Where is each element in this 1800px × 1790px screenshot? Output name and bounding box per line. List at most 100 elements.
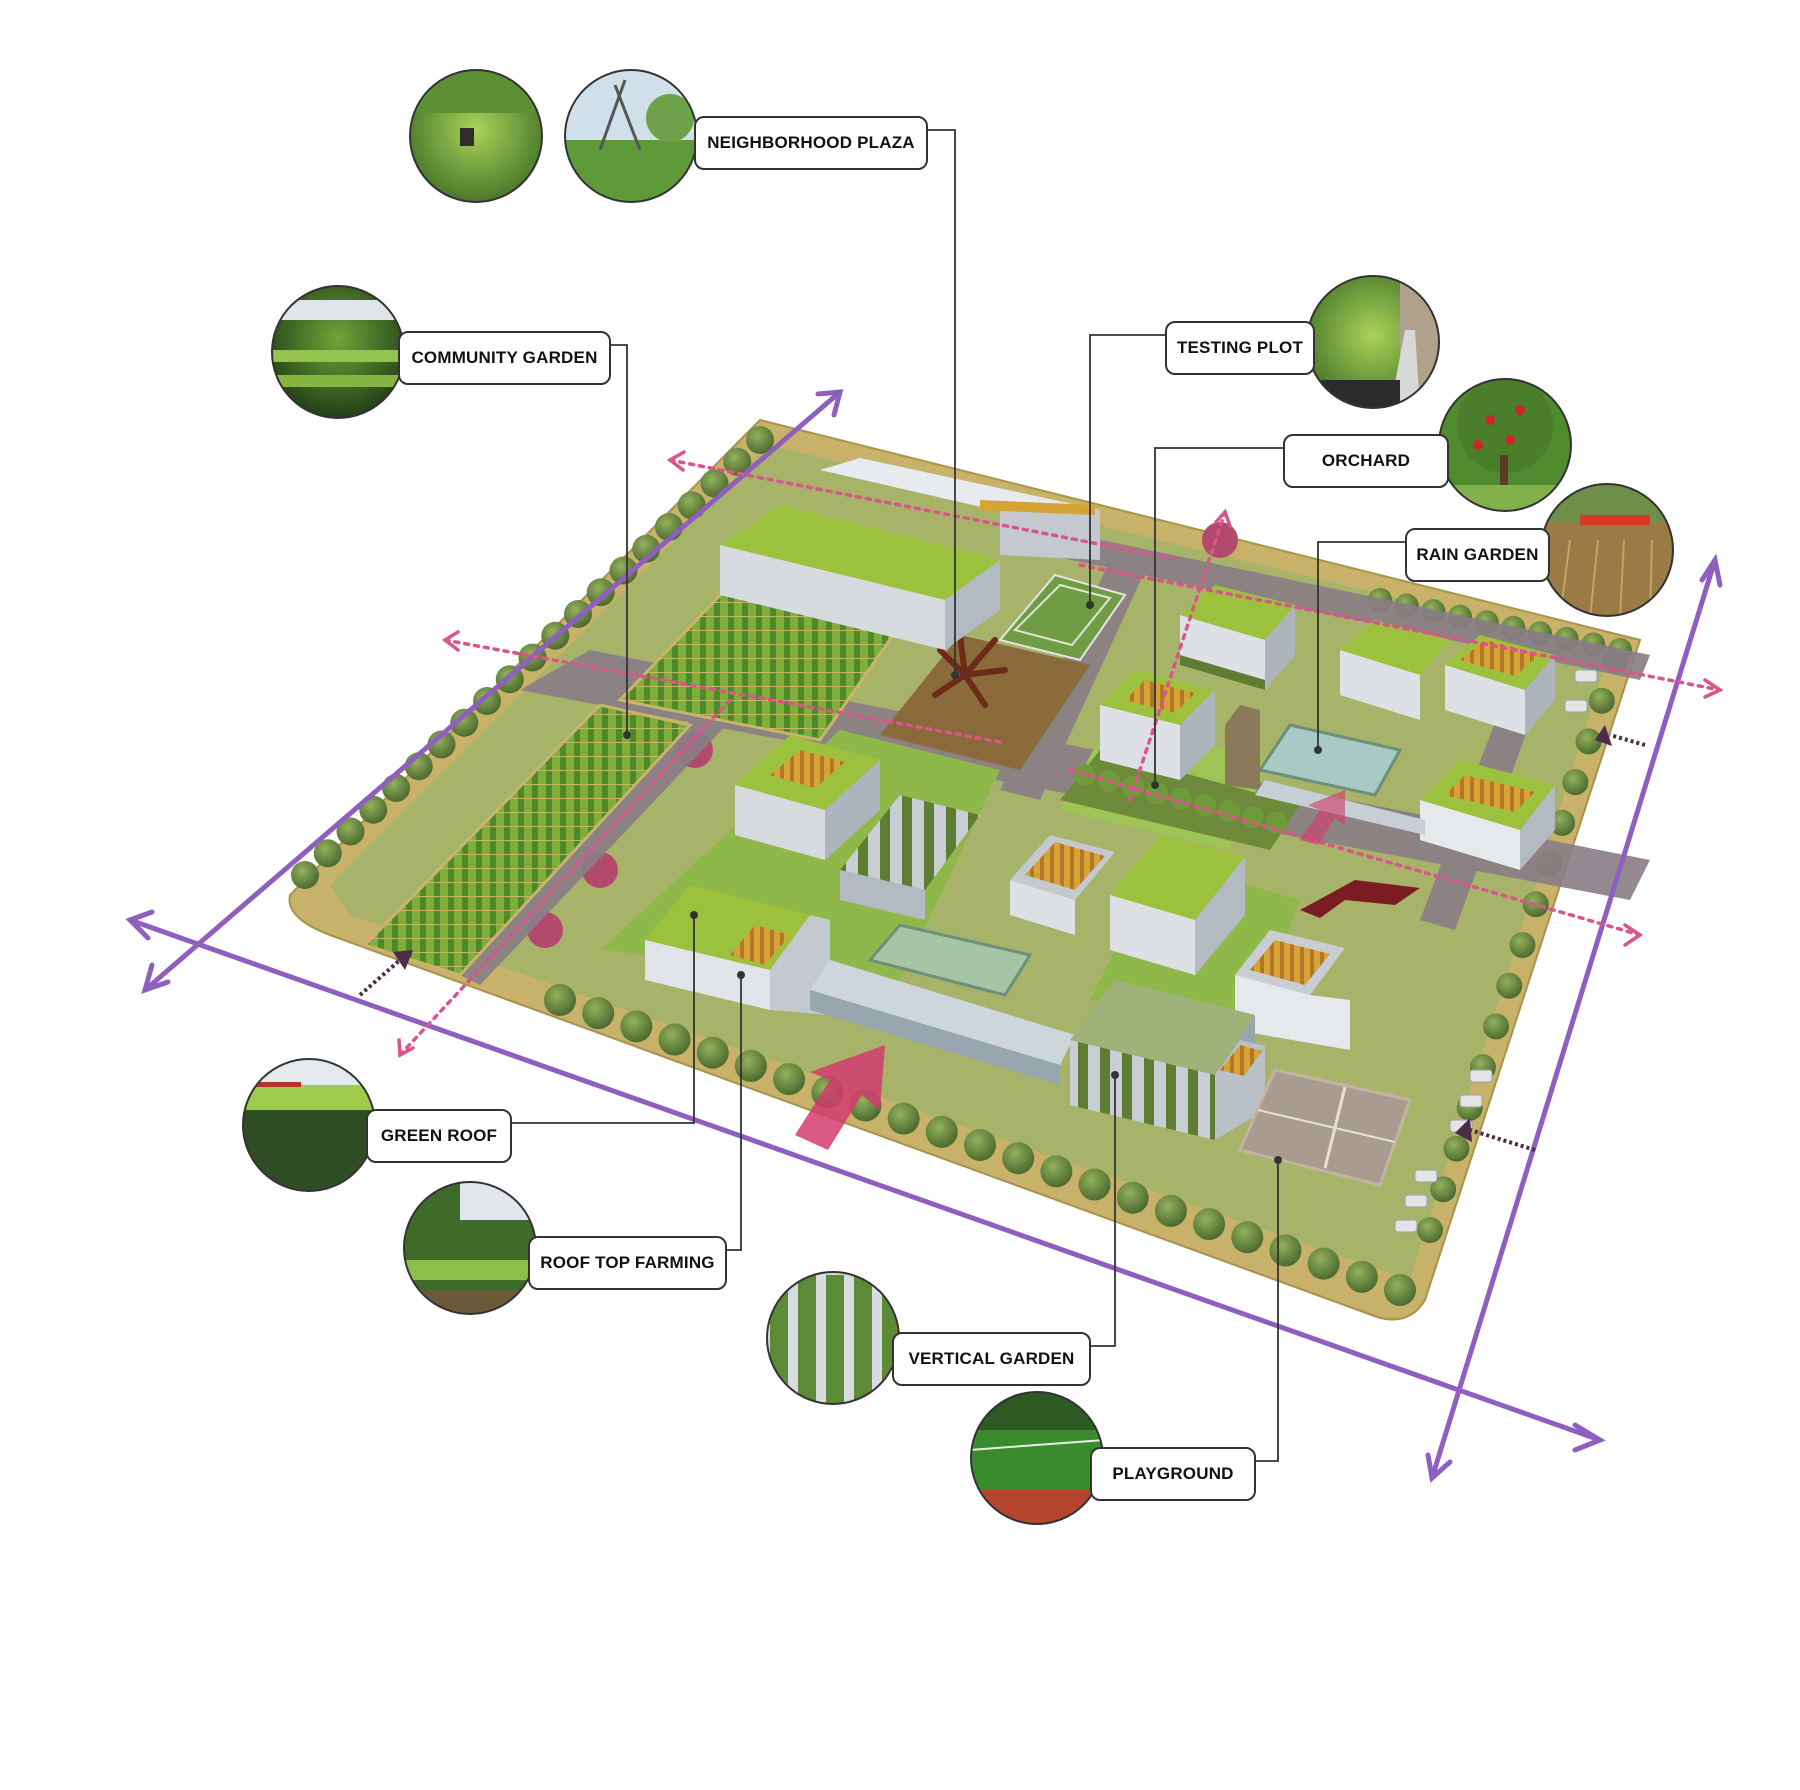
label-neighborhood-plaza: NEIGHBORHOOD PLAZA bbox=[694, 116, 928, 170]
tree bbox=[1483, 1013, 1510, 1040]
tree bbox=[696, 1036, 729, 1069]
tree bbox=[723, 447, 752, 476]
label-roof-top-farming: ROOF TOP FARMING bbox=[528, 1236, 727, 1290]
building-top bbox=[720, 458, 1100, 650]
tree bbox=[1417, 1217, 1443, 1243]
label-playground: PLAYGROUND bbox=[1090, 1447, 1256, 1501]
tree bbox=[291, 861, 319, 889]
tree bbox=[1496, 972, 1523, 999]
photo-vertical-garden bbox=[767, 1272, 899, 1404]
tree bbox=[1193, 1208, 1226, 1241]
photo-park-lawn bbox=[410, 70, 542, 202]
tree bbox=[336, 817, 365, 846]
leader-vertical-garden bbox=[1091, 1075, 1116, 1347]
tree bbox=[1194, 794, 1216, 816]
car bbox=[1459, 1094, 1483, 1108]
tree bbox=[1384, 1274, 1416, 1306]
tree bbox=[1040, 1155, 1073, 1188]
tree bbox=[427, 730, 456, 759]
tree bbox=[925, 1115, 958, 1148]
leader-community-garden bbox=[611, 344, 628, 735]
tree bbox=[1269, 1234, 1302, 1267]
building-left-center bbox=[735, 735, 980, 920]
testing-plot-area bbox=[998, 573, 1127, 662]
photo-playground bbox=[971, 1392, 1103, 1524]
tree bbox=[1078, 1168, 1111, 1201]
label-testing-plot: TESTING PLOT bbox=[1165, 321, 1315, 375]
leader-lines bbox=[512, 129, 1405, 1462]
tree bbox=[1074, 764, 1096, 786]
label-vertical-garden: VERTICAL GARDEN bbox=[892, 1332, 1091, 1386]
tree bbox=[1307, 1247, 1340, 1280]
leader-green-roof bbox=[512, 915, 695, 1124]
buildings bbox=[645, 458, 1555, 1140]
tree bbox=[658, 1023, 691, 1056]
label-orchard: ORCHARD bbox=[1283, 434, 1449, 488]
main-entry-arrow-center bbox=[1300, 790, 1345, 845]
tree bbox=[313, 839, 342, 868]
tree bbox=[609, 556, 638, 585]
car bbox=[1394, 1219, 1418, 1233]
car bbox=[1469, 1069, 1493, 1083]
building-vertical-garden bbox=[1070, 980, 1265, 1140]
tree bbox=[582, 997, 615, 1030]
photo-orchard bbox=[1439, 379, 1571, 511]
building-center-right bbox=[1010, 835, 1350, 1050]
rain-garden-pools bbox=[867, 723, 1403, 997]
tree bbox=[1430, 1176, 1457, 1203]
red-sculpture bbox=[1300, 880, 1420, 918]
building-green-roof bbox=[645, 885, 1075, 1085]
car bbox=[1404, 1194, 1428, 1208]
tree bbox=[544, 984, 576, 1016]
vehicle-entry-arrows bbox=[358, 725, 1646, 1152]
tree bbox=[1231, 1221, 1264, 1254]
playground-courts bbox=[1237, 1068, 1412, 1187]
tree bbox=[734, 1049, 767, 1082]
tree bbox=[1002, 1142, 1035, 1175]
leader-neighborhood-plaza bbox=[928, 129, 956, 675]
tree bbox=[450, 708, 479, 737]
car bbox=[1564, 699, 1588, 713]
tree bbox=[773, 1063, 806, 1096]
photo-rain-garden bbox=[1541, 484, 1673, 616]
tree bbox=[1154, 1194, 1187, 1227]
tree bbox=[1588, 687, 1615, 714]
axis-south bbox=[127, 917, 1603, 1443]
tree bbox=[964, 1129, 996, 1161]
tree bbox=[1170, 788, 1192, 810]
label-green-roof: GREEN ROOF bbox=[366, 1109, 512, 1163]
tree bbox=[1575, 728, 1602, 755]
pedestrian-flow-arrows bbox=[398, 458, 1722, 1057]
photo-roof-top-farming bbox=[404, 1182, 536, 1314]
pedestrian-arrow-heads bbox=[397, 450, 1724, 1058]
leader-playground bbox=[1256, 1160, 1279, 1462]
tree bbox=[1549, 809, 1576, 836]
main-entry-arrow-south bbox=[795, 1045, 885, 1150]
tree bbox=[620, 1010, 653, 1043]
neighborhood-plaza-area bbox=[880, 632, 1090, 770]
circulation-axes bbox=[125, 389, 1723, 1483]
photo-green-roof bbox=[243, 1059, 375, 1191]
car bbox=[1414, 1169, 1438, 1183]
leader-testing-plot bbox=[1089, 334, 1165, 605]
tree bbox=[1562, 769, 1589, 796]
tree bbox=[746, 426, 774, 454]
label-community-garden: COMMUNITY GARDEN bbox=[398, 331, 611, 385]
tree bbox=[586, 578, 615, 607]
tree bbox=[1146, 782, 1168, 804]
tree bbox=[700, 469, 729, 498]
tree bbox=[382, 774, 410, 802]
tree bbox=[1345, 1260, 1378, 1293]
axis-east bbox=[1429, 557, 1718, 1481]
label-rain-garden: RAIN GARDEN bbox=[1405, 528, 1550, 582]
photo-sculpture-plaza bbox=[565, 70, 697, 202]
photo-testing-plot bbox=[1307, 276, 1439, 408]
car bbox=[1574, 669, 1598, 683]
leader-rain-garden bbox=[1317, 541, 1405, 750]
photo-community-garden bbox=[272, 286, 404, 418]
building-right-upper bbox=[1180, 585, 1555, 735]
tree bbox=[473, 687, 501, 715]
axis-west bbox=[142, 389, 843, 993]
leader-roof-top-farming bbox=[727, 975, 742, 1251]
